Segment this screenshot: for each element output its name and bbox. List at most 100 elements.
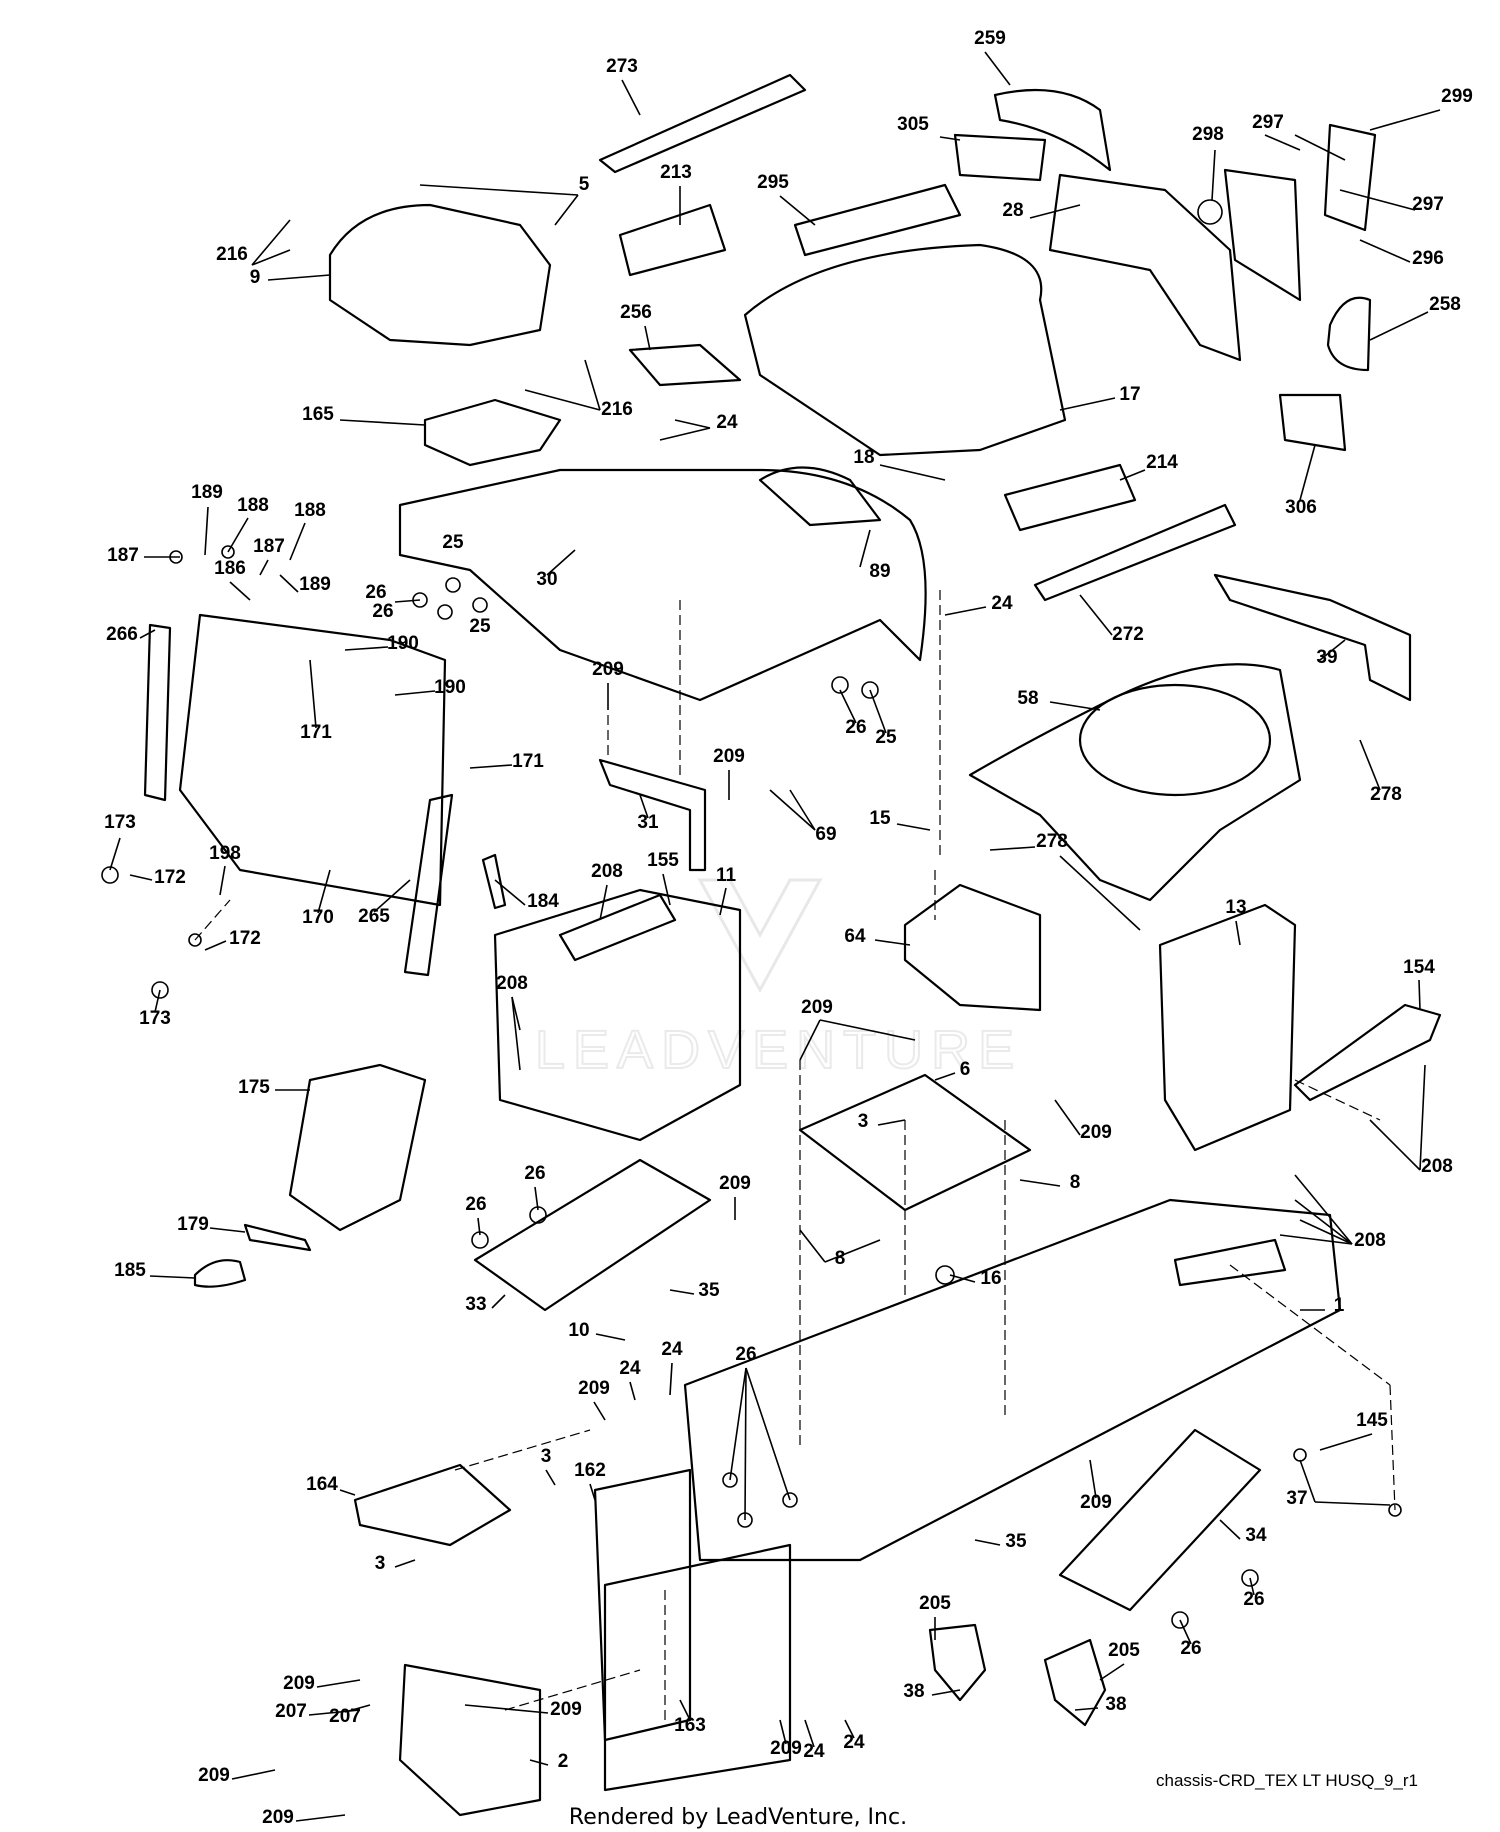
part-number-label[interactable]: 209 [770, 1738, 802, 1759]
part-number-label[interactable]: 13 [1225, 897, 1246, 918]
part-number-label[interactable]: 209 [550, 1699, 582, 1720]
part-number-label[interactable]: 172 [229, 928, 261, 949]
part-number-label[interactable]: 2 [558, 1751, 569, 1772]
part-number-label[interactable]: 58 [1017, 688, 1038, 709]
part-number-label[interactable]: 26 [1180, 1638, 1201, 1659]
part-number-label[interactable]: 37 [1286, 1488, 1307, 1509]
part-number-label[interactable]: 209 [1080, 1122, 1112, 1143]
part-number-label[interactable]: 38 [1105, 1694, 1126, 1715]
part-number-label[interactable]: 216 [601, 399, 633, 420]
part-number-label[interactable]: 189 [191, 482, 223, 503]
part-number-label[interactable]: 209 [578, 1378, 610, 1399]
part-number-label[interactable]: 34 [1245, 1525, 1267, 1546]
part-number-label[interactable]: 24 [661, 1339, 683, 1360]
part-number-label[interactable]: 35 [1005, 1531, 1027, 1552]
part-number-label[interactable]: 184 [527, 891, 559, 912]
part-number-label[interactable]: 38 [903, 1681, 924, 1702]
part-number-label[interactable]: 162 [574, 1460, 606, 1481]
part-number-label[interactable]: 171 [512, 751, 544, 772]
part-number-label[interactable]: 306 [1285, 497, 1317, 518]
part-number-label[interactable]: 1 [1334, 1295, 1345, 1316]
part-number-label[interactable]: 155 [647, 850, 679, 871]
part-number-label[interactable]: 175 [238, 1077, 270, 1098]
part-number-label[interactable]: 6 [960, 1059, 971, 1080]
part-number-label[interactable]: 26 [524, 1163, 545, 1184]
part-number-label[interactable]: 3 [858, 1111, 869, 1132]
part-number-label[interactable]: 209 [198, 1765, 230, 1786]
part-number-label[interactable]: 208 [591, 861, 623, 882]
part-number-label[interactable]: 172 [154, 867, 186, 888]
part-number-label[interactable]: 209 [719, 1173, 751, 1194]
part-number-label[interactable]: 25 [442, 532, 464, 553]
part-number-label[interactable]: 9 [250, 267, 261, 288]
part-number-label[interactable]: 213 [660, 162, 692, 183]
part-number-label[interactable]: 26 [735, 1344, 756, 1365]
part-number-label[interactable]: 258 [1429, 294, 1461, 315]
part-number-label[interactable]: 154 [1403, 957, 1435, 978]
part-number-label[interactable]: 10 [568, 1320, 589, 1341]
part-number-label[interactable]: 266 [106, 624, 138, 645]
part-number-label[interactable]: 15 [869, 808, 891, 829]
part-number-label[interactable]: 30 [536, 569, 557, 590]
part-number-label[interactable]: 273 [606, 56, 638, 77]
part-number-label[interactable]: 256 [620, 302, 652, 323]
part-number-label[interactable]: 5 [579, 174, 590, 195]
part-number-label[interactable]: 299 [1441, 86, 1473, 107]
part-number-label[interactable]: 214 [1146, 452, 1178, 473]
part-number-label[interactable]: 24 [803, 1741, 825, 1762]
part-number-label[interactable]: 18 [853, 447, 874, 468]
part-number-label[interactable]: 11 [716, 865, 737, 886]
part-number-label[interactable]: 278 [1036, 831, 1068, 852]
part-number-label[interactable]: 198 [209, 843, 241, 864]
part-number-label[interactable]: 209 [283, 1673, 315, 1694]
part-number-label[interactable]: 205 [1108, 1640, 1140, 1661]
part-number-label[interactable]: 35 [698, 1280, 720, 1301]
part-number-label[interactable]: 26 [372, 601, 393, 622]
part-number-label[interactable]: 17 [1119, 384, 1140, 405]
part-number-label[interactable]: 25 [469, 616, 491, 637]
part-number-label[interactable]: 26 [1243, 1589, 1264, 1610]
part-number-label[interactable]: 3 [375, 1553, 386, 1574]
part-number-label[interactable]: 188 [294, 500, 326, 521]
part-number-label[interactable]: 207 [329, 1706, 361, 1727]
part-number-label[interactable]: 25 [875, 727, 897, 748]
part-number-label[interactable]: 26 [465, 1194, 486, 1215]
part-number-label[interactable]: 216 [216, 244, 248, 265]
part-number-label[interactable]: 187 [253, 536, 285, 557]
part-number-label[interactable]: 26 [845, 717, 866, 738]
part-number-label[interactable]: 209 [592, 659, 624, 680]
part-number-label[interactable]: 24 [716, 412, 738, 433]
part-number-label[interactable]: 89 [869, 561, 890, 582]
part-number-label[interactable]: 209 [1080, 1492, 1112, 1513]
part-number-label[interactable]: 8 [1070, 1172, 1081, 1193]
part-number-label[interactable]: 208 [1421, 1156, 1453, 1177]
part-number-label[interactable]: 145 [1356, 1410, 1388, 1431]
part-number-label[interactable]: 188 [237, 495, 269, 516]
part-number-label[interactable]: 24 [991, 593, 1013, 614]
part-number-label[interactable]: 205 [919, 1593, 951, 1614]
part-number-label[interactable]: 163 [674, 1715, 706, 1736]
part-number-label[interactable]: 259 [974, 28, 1006, 49]
part-number-label[interactable]: 187 [107, 545, 139, 566]
part-number-label[interactable]: 278 [1370, 784, 1402, 805]
part-number-label[interactable]: 272 [1112, 624, 1144, 645]
part-number-label[interactable]: 189 [299, 574, 331, 595]
part-number-label[interactable]: 170 [302, 907, 334, 928]
part-number-label[interactable]: 207 [275, 1701, 307, 1722]
part-number-label[interactable]: 16 [980, 1268, 1001, 1289]
part-number-label[interactable]: 190 [387, 633, 419, 654]
part-number-label[interactable]: 69 [815, 824, 836, 845]
part-number-label[interactable]: 173 [104, 812, 136, 833]
part-number-label[interactable]: 297 [1412, 194, 1444, 215]
part-number-label[interactable]: 164 [306, 1474, 338, 1495]
part-number-label[interactable]: 171 [300, 722, 332, 743]
part-number-label[interactable]: 209 [262, 1807, 294, 1828]
part-number-label[interactable]: 209 [801, 997, 833, 1018]
part-number-label[interactable]: 179 [177, 1214, 209, 1235]
part-number-label[interactable]: 24 [619, 1358, 641, 1379]
part-number-label[interactable]: 3 [541, 1446, 552, 1467]
part-number-label[interactable]: 24 [843, 1732, 865, 1753]
part-number-label[interactable]: 64 [844, 926, 866, 947]
part-number-label[interactable]: 305 [897, 114, 929, 135]
part-number-label[interactable]: 295 [757, 172, 789, 193]
